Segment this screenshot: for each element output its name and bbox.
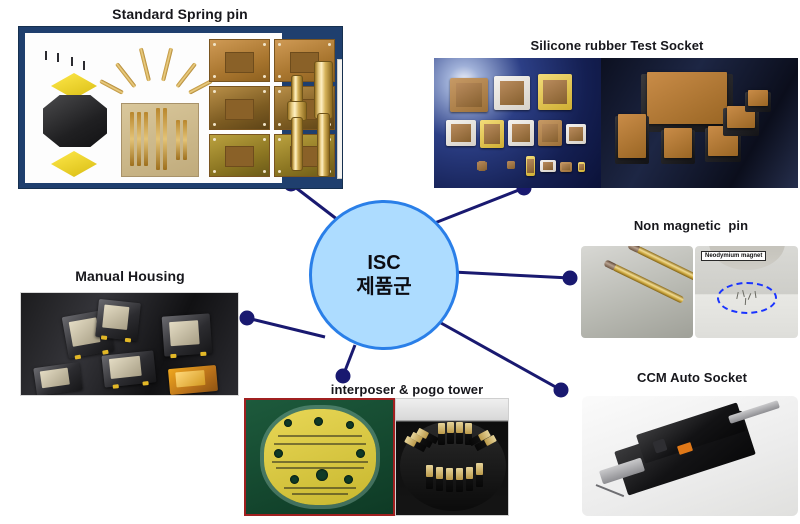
connector-node-non-magnetic-pin xyxy=(562,270,578,286)
label-manual-housing: Manual Housing xyxy=(75,268,185,284)
label-non-magnetic-pin: Non magnetic pin xyxy=(633,218,749,233)
socket-tile xyxy=(209,133,270,177)
label-silicone-rubber-test-socket: Silicone rubber Test Socket xyxy=(530,38,704,53)
image-silicone-rubber-sockets-a[interactable] xyxy=(434,58,601,188)
connector-line-manual-housing xyxy=(246,316,326,339)
image-manual-housing[interactable] xyxy=(20,292,239,396)
socket-tile xyxy=(209,86,270,130)
image-neodymium-magnet-test[interactable]: Neodymium magnet xyxy=(695,246,798,338)
label-interposer-pogo-tower: interposer & pogo tower xyxy=(330,382,484,397)
connector-node-ccm-auto-socket xyxy=(553,382,569,398)
hub-node[interactable]: ISC 제품군 xyxy=(309,200,459,350)
label-ccm-auto-socket: CCM Auto Socket xyxy=(636,370,748,385)
image-standard-spring-pin[interactable] xyxy=(18,26,343,189)
connector-node-interposer-pogo-tower xyxy=(335,368,351,384)
connector-line-ccm-auto-socket xyxy=(431,316,562,392)
connector-line-silicone-rubber-test-socket xyxy=(426,186,525,228)
hub-title-line2: 제품군 xyxy=(356,276,412,298)
image-non-magnetic-pins[interactable] xyxy=(581,246,693,338)
image-ccm-auto-socket[interactable] xyxy=(582,396,798,516)
image-pogo-tower[interactable] xyxy=(395,398,509,516)
connector-line-standard-spring-pin xyxy=(290,182,339,222)
interposer-wafer xyxy=(263,409,376,505)
image-interposer-wafer[interactable] xyxy=(244,398,395,516)
highlight-ellipse xyxy=(717,282,777,314)
spring-pin-sample-board xyxy=(121,103,199,177)
spring-pin-exploded-assembly xyxy=(37,51,135,177)
label-standard-spring-pin: Standard Spring pin xyxy=(112,6,248,22)
hub-title-line1: ISC xyxy=(367,251,401,274)
connector-line-non-magnetic-pin xyxy=(452,270,571,280)
image-silicone-rubber-sockets-b[interactable] xyxy=(601,58,798,188)
connector-node-manual-housing xyxy=(239,310,255,326)
socket-tile xyxy=(209,39,270,83)
neodymium-magnet-label: Neodymium magnet xyxy=(701,251,767,261)
